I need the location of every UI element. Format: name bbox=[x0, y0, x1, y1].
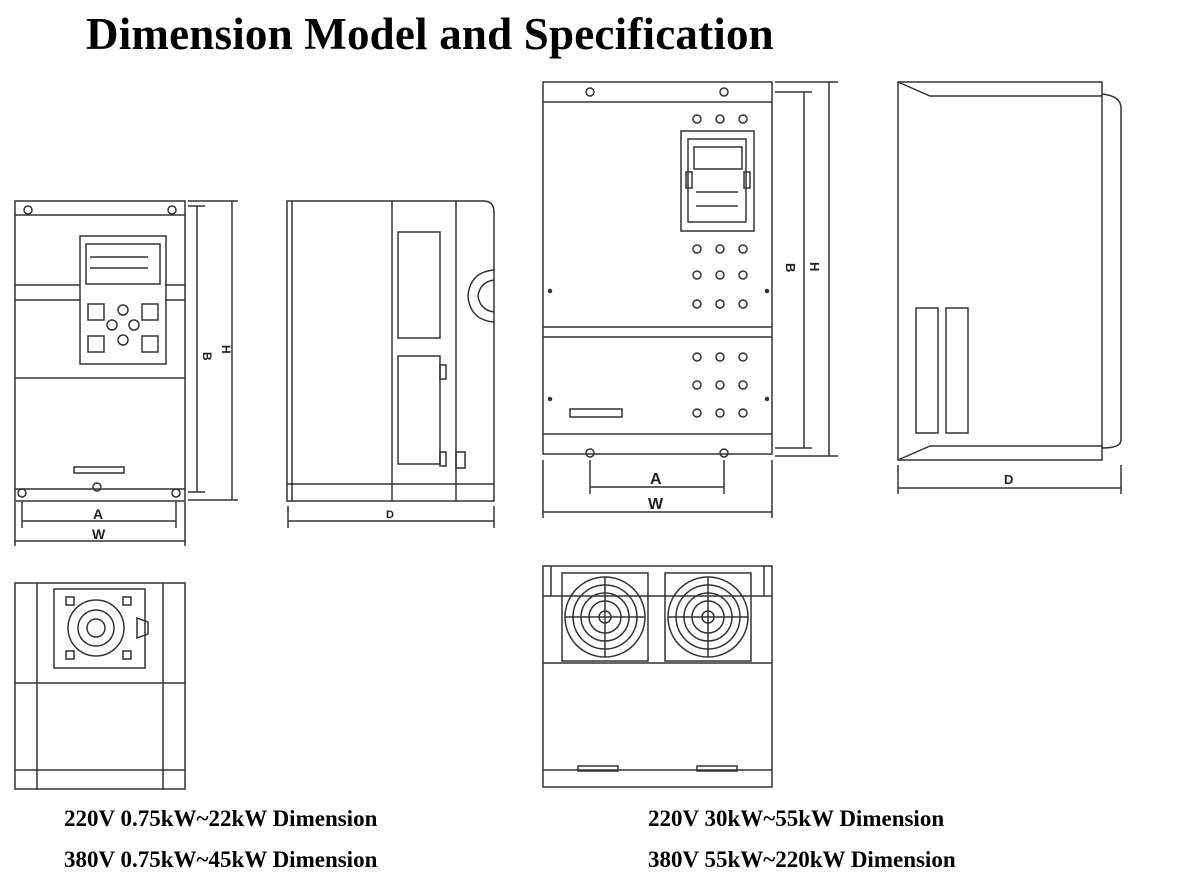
large-unit-side-view bbox=[897, 81, 1122, 494]
large-unit-front-view bbox=[542, 81, 838, 518]
small-side-label-d: D bbox=[386, 509, 394, 521]
caption-small-line1: 220V 0.75kW~22kW Dimension bbox=[64, 806, 378, 831]
small-unit-front-view bbox=[14, 200, 238, 546]
terminal-circles bbox=[692, 114, 748, 418]
large-unit-bottom-view bbox=[542, 565, 773, 788]
small-front-label-w: W bbox=[92, 526, 106, 542]
large-front-label-a: A bbox=[650, 471, 662, 488]
small-front-label-h: H bbox=[219, 345, 233, 354]
small-unit-side-view bbox=[286, 200, 495, 528]
small-unit-bottom-view bbox=[14, 582, 186, 790]
page-title: Dimension Model and Specification bbox=[86, 9, 774, 59]
large-front-label-h: H bbox=[807, 262, 822, 271]
cooling-fan-right bbox=[664, 572, 752, 662]
large-front-label-b: B bbox=[783, 263, 798, 272]
large-side-label-d: D bbox=[1004, 472, 1013, 487]
caption-large-line2: 380V 55kW~220kW Dimension bbox=[648, 847, 956, 872]
cooling-fan-left bbox=[561, 572, 649, 662]
caption-large-line1: 220V 30kW~55kW Dimension bbox=[648, 806, 945, 831]
small-front-label-a: A bbox=[93, 506, 103, 522]
large-front-label-w: W bbox=[648, 496, 664, 513]
small-front-label-b: B bbox=[200, 352, 214, 361]
caption-small-line2: 380V 0.75kW~45kW Dimension bbox=[64, 847, 378, 872]
vent-slots bbox=[915, 307, 969, 434]
